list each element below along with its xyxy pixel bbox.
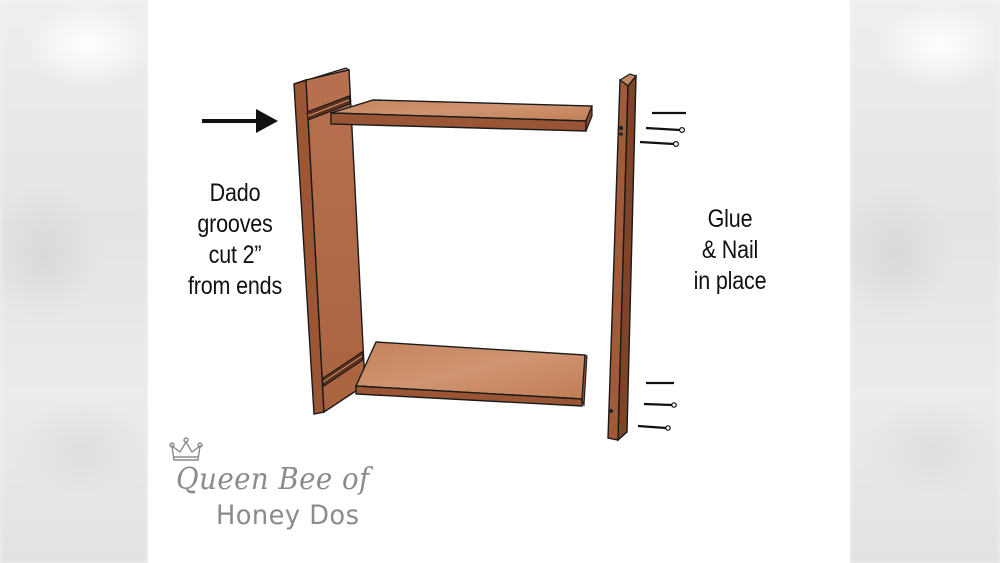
annotation-line: grooves: [197, 210, 273, 238]
bottom-dado-groove: [322, 351, 364, 387]
annotation-line: cut 2”: [208, 241, 262, 269]
annotation-line: Glue: [707, 205, 753, 233]
annotation-line: & Nail: [701, 236, 759, 264]
diagram-panel: [148, 0, 850, 563]
nail-icon: [639, 111, 686, 148]
watermark-line-1: Queen Bee of: [176, 462, 370, 497]
dado-grooves-annotation: Dado grooves cut 2” from ends: [162, 178, 308, 302]
top-shelf: [330, 99, 594, 132]
crown-icon: [169, 437, 203, 461]
watermark-line-2: Honey Dos: [216, 500, 360, 531]
bottom-shelf: [354, 341, 588, 407]
glue-nail-annotation: Glue & Nail in place: [661, 204, 799, 297]
left-blur-margin: [0, 0, 148, 563]
left-side-panel: [293, 67, 366, 415]
right-blur-margin: [850, 0, 1000, 563]
nail-icon: [637, 381, 677, 431]
top-dado-groove: [306, 95, 351, 121]
right-side-panel: [607, 73, 638, 442]
annotation-line: from ends: [187, 272, 283, 300]
annotation-line: in place: [693, 267, 767, 295]
annotation-line: Dado: [209, 179, 261, 207]
arrow-right-icon: [202, 109, 278, 133]
